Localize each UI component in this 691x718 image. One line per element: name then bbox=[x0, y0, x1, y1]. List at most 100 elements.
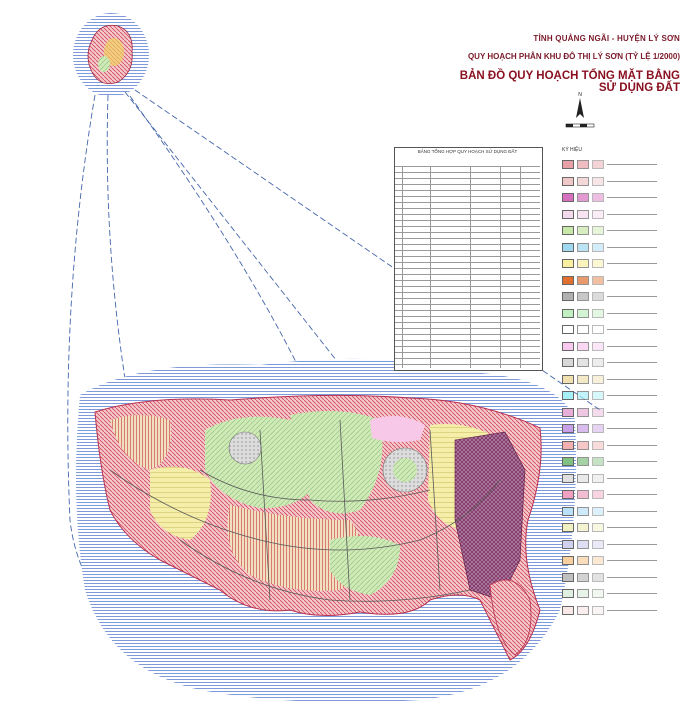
legend-line bbox=[607, 411, 657, 413]
legend-line bbox=[607, 197, 657, 198]
legend-swatch bbox=[592, 226, 604, 235]
legend-swatch bbox=[592, 341, 604, 351]
legend-line bbox=[607, 510, 657, 512]
legend-swatch bbox=[562, 325, 574, 334]
legend-swatch bbox=[562, 457, 574, 466]
legend-item bbox=[562, 556, 657, 565]
legend-item bbox=[562, 242, 657, 252]
table-row bbox=[395, 328, 540, 329]
legend-swatch bbox=[577, 341, 589, 351]
legend-swatch bbox=[562, 374, 574, 384]
legend-swatch bbox=[592, 160, 604, 169]
legend-swatch bbox=[577, 539, 589, 549]
legend-swatch bbox=[592, 523, 604, 532]
scale-bar bbox=[565, 123, 595, 128]
table-row bbox=[395, 220, 540, 221]
table-column-line bbox=[470, 166, 471, 368]
title-block: TỈNH QUẢNG NGÃI - HUYỆN LÝ SƠN QUY HOẠCH… bbox=[440, 34, 680, 94]
legend-swatch bbox=[592, 374, 604, 384]
legend-item bbox=[562, 193, 657, 202]
legend-line bbox=[607, 345, 657, 347]
legend-item bbox=[562, 374, 657, 384]
legend-line bbox=[607, 576, 657, 578]
table-row bbox=[395, 346, 540, 347]
legend-swatch bbox=[562, 391, 574, 400]
legend-item bbox=[562, 440, 657, 450]
legend-swatch bbox=[577, 325, 589, 334]
legend-line bbox=[607, 543, 657, 545]
table-row bbox=[395, 298, 540, 299]
legend-swatch bbox=[562, 490, 574, 499]
table-row bbox=[395, 184, 540, 185]
legend-line bbox=[607, 279, 657, 281]
legend-swatch bbox=[562, 473, 574, 483]
legend-swatch bbox=[592, 572, 604, 582]
table-row bbox=[395, 178, 540, 179]
table-row bbox=[395, 214, 540, 215]
table-title: BẢNG TỔNG HỢP QUY HOẠCH SỬ DỤNG ĐẤT bbox=[417, 149, 518, 154]
legend-line bbox=[607, 527, 657, 528]
legend-swatch bbox=[562, 292, 574, 301]
legend-swatch bbox=[562, 160, 574, 169]
legend-swatch bbox=[562, 226, 574, 235]
table-row bbox=[395, 190, 540, 191]
table-row bbox=[395, 292, 540, 293]
legend-swatch bbox=[577, 176, 589, 186]
table-column-line bbox=[430, 166, 431, 368]
legend-line bbox=[607, 494, 657, 495]
table-row bbox=[395, 322, 540, 323]
legend-item bbox=[562, 605, 657, 615]
legend-item bbox=[562, 292, 657, 301]
legend-item bbox=[562, 259, 657, 268]
legend-item bbox=[562, 341, 657, 351]
legend-swatch bbox=[577, 457, 589, 466]
legend-swatch bbox=[592, 275, 604, 285]
legend-swatch bbox=[592, 193, 604, 202]
legend-swatch bbox=[592, 605, 604, 615]
legend-swatch bbox=[562, 176, 574, 186]
legend-item bbox=[562, 523, 657, 532]
legend-swatch bbox=[592, 259, 604, 268]
legend-swatch bbox=[577, 572, 589, 582]
legend-swatch bbox=[592, 292, 604, 301]
legend-item bbox=[562, 457, 657, 466]
legend-item bbox=[562, 209, 657, 219]
legend-swatch bbox=[562, 589, 574, 598]
table-row bbox=[395, 262, 540, 263]
legend-item bbox=[562, 226, 657, 235]
legend-swatch bbox=[592, 308, 604, 318]
table-row bbox=[395, 196, 540, 197]
legend-swatch bbox=[577, 424, 589, 433]
legend-swatch bbox=[562, 358, 574, 367]
table-row bbox=[395, 232, 540, 233]
legend-swatch bbox=[592, 407, 604, 417]
legend-line bbox=[607, 560, 657, 561]
legend-line bbox=[607, 246, 657, 248]
legend-swatch bbox=[577, 605, 589, 615]
legend-swatch bbox=[577, 242, 589, 252]
legend-swatch bbox=[562, 209, 574, 219]
legend-item bbox=[562, 176, 657, 186]
legend-swatch bbox=[562, 242, 574, 252]
legend-line bbox=[607, 395, 657, 396]
map-title: BẢN ĐỒ QUY HOẠCH TỔNG MẶT BẰNG SỬ DỤNG Đ… bbox=[459, 70, 680, 94]
legend-swatch bbox=[562, 556, 574, 565]
legend-swatch bbox=[592, 391, 604, 400]
legend-item bbox=[562, 473, 657, 483]
road-network bbox=[109, 419, 501, 602]
table-row bbox=[395, 250, 540, 251]
legend-swatch bbox=[562, 275, 574, 285]
legend-line bbox=[607, 263, 657, 264]
legend-item bbox=[562, 424, 657, 433]
legend-swatch bbox=[577, 292, 589, 301]
legend-swatch bbox=[577, 523, 589, 532]
legend-swatch bbox=[562, 341, 574, 351]
legend-swatch bbox=[592, 539, 604, 549]
table-row bbox=[395, 202, 540, 203]
legend-swatch bbox=[592, 325, 604, 334]
legend-swatch bbox=[592, 506, 604, 516]
legend-line bbox=[607, 213, 657, 215]
legend-swatch bbox=[577, 308, 589, 318]
legend-swatch bbox=[562, 572, 574, 582]
legend-swatch bbox=[592, 440, 604, 450]
